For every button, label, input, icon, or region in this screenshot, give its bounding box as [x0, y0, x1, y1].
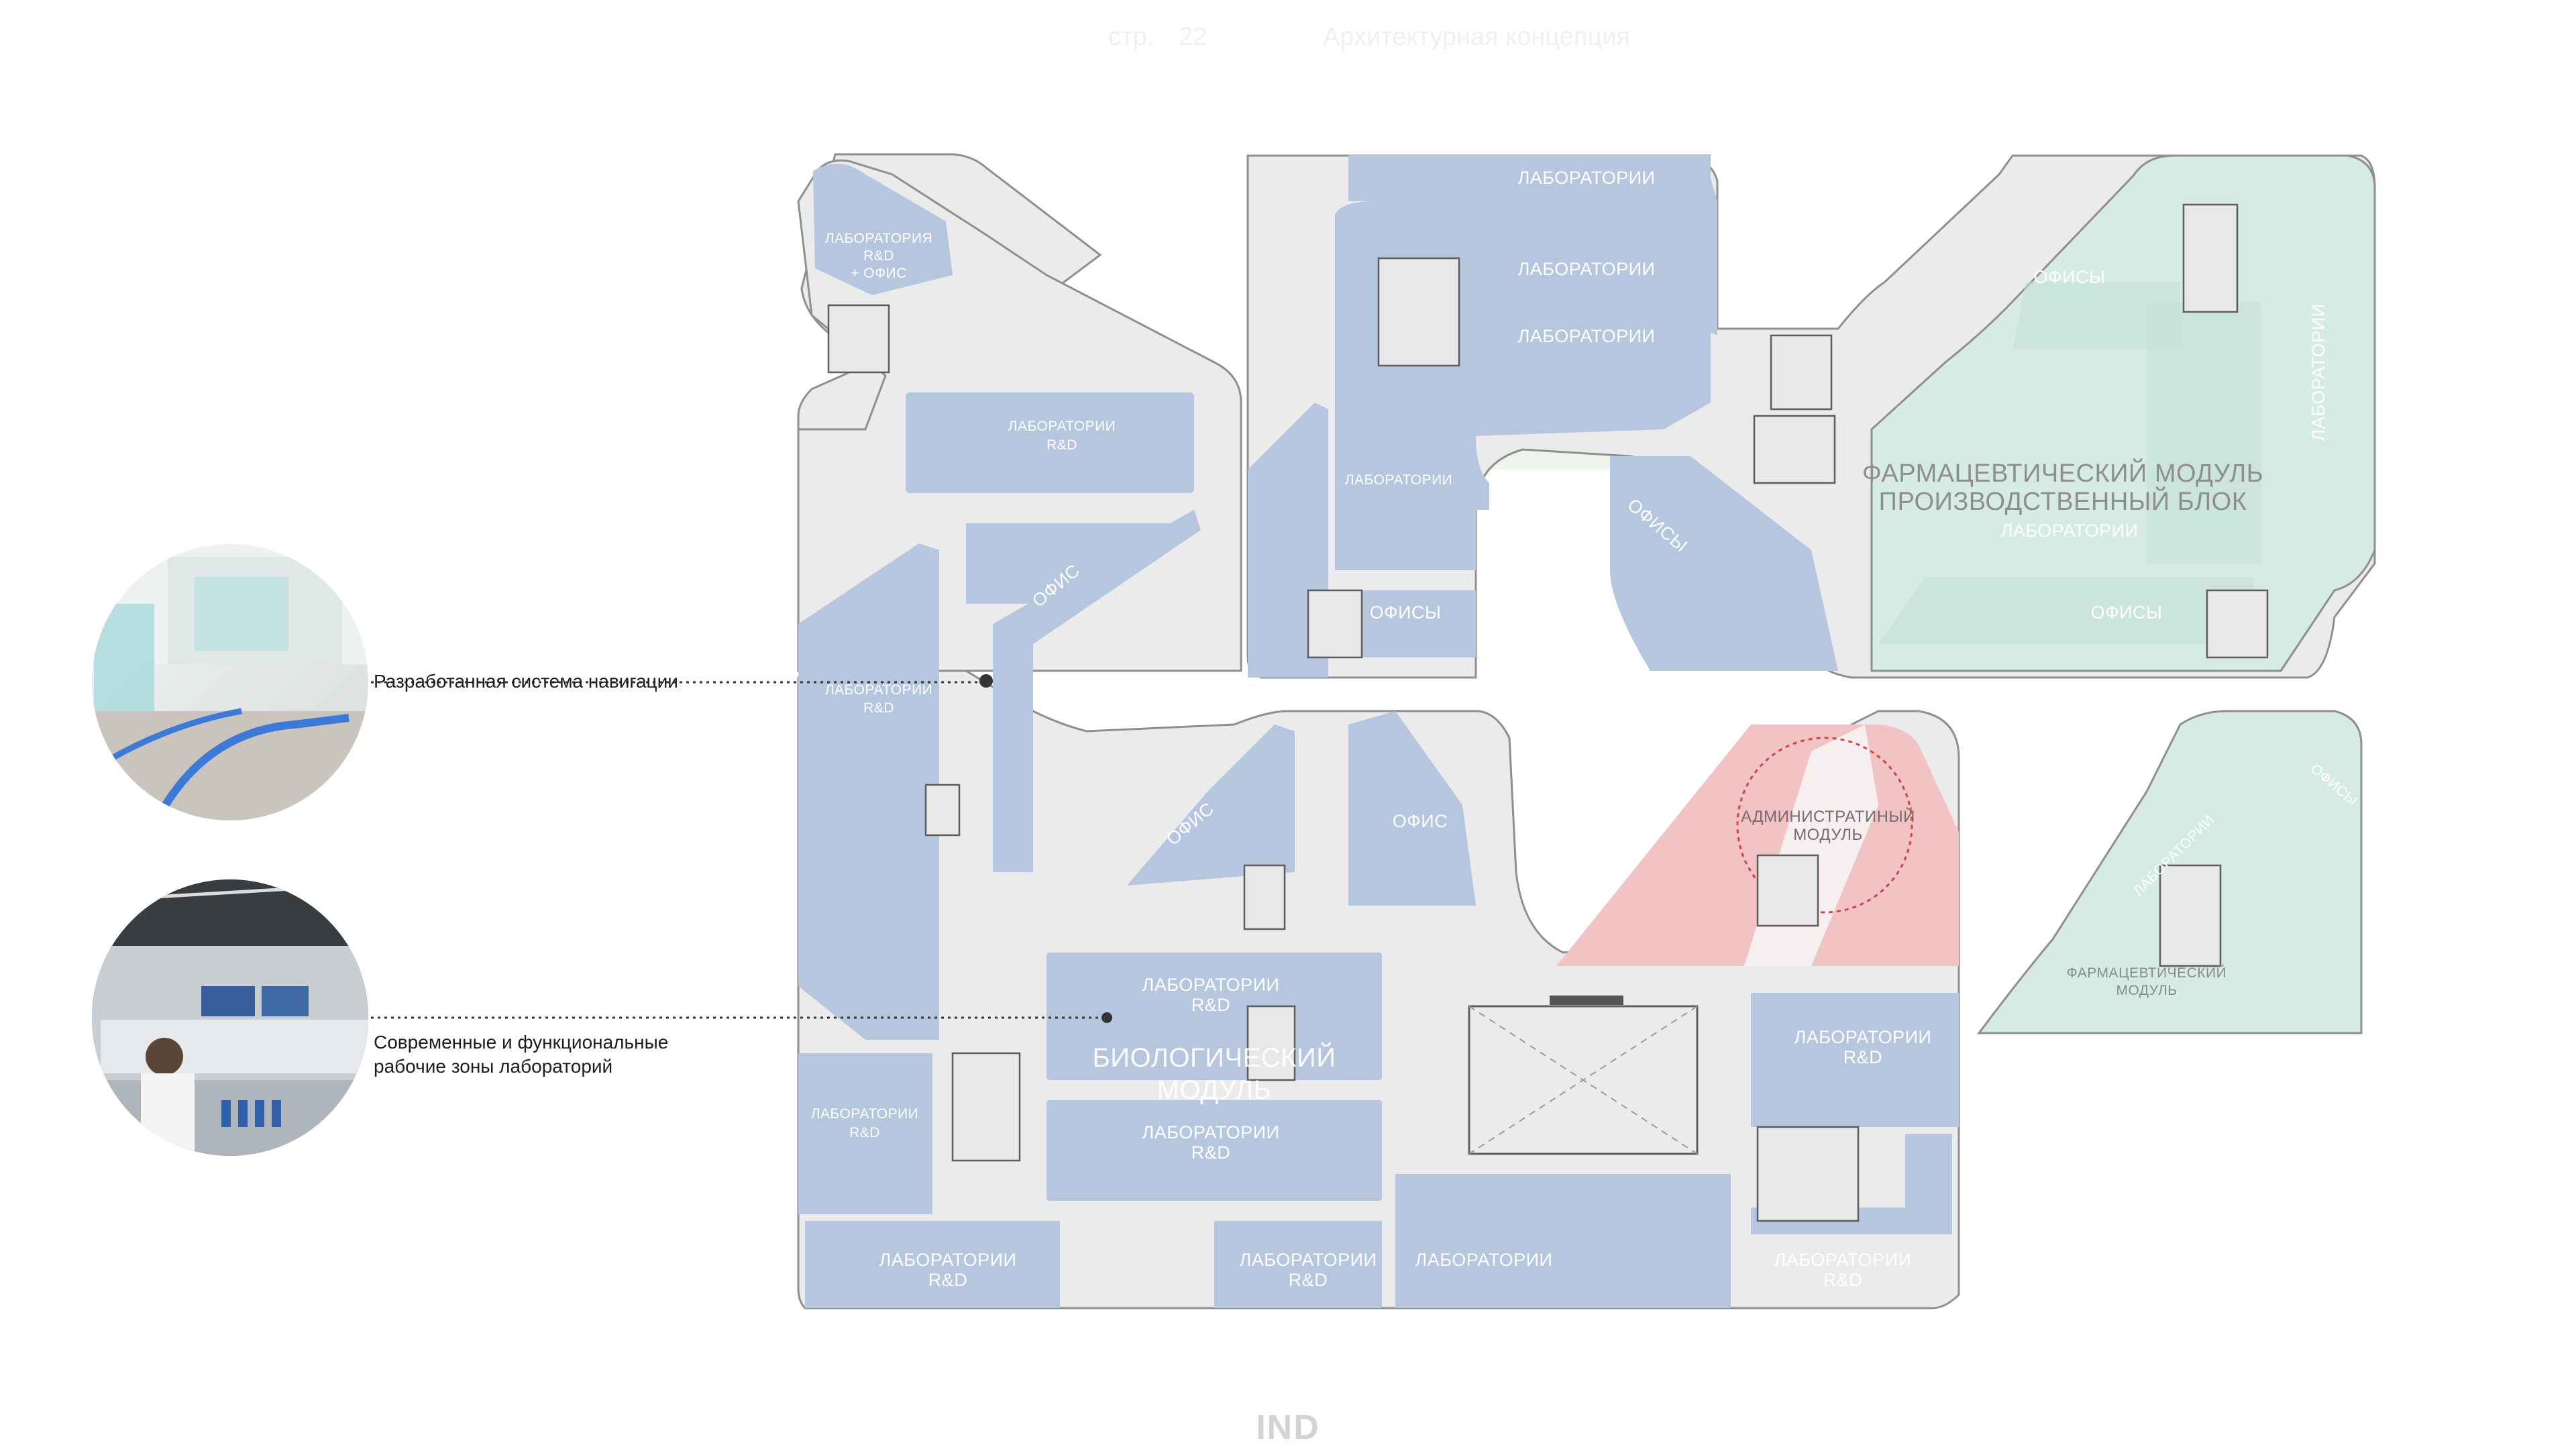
label-offices-1: ОФИСЫ — [1370, 602, 1442, 623]
footer-brand: IND — [1256, 1408, 1320, 1447]
label-pharma-lab-vertical: ЛАБОРАТОРИИ — [2308, 304, 2328, 441]
label-lab-top: ЛАБОРАТОРИИ — [1518, 168, 1656, 188]
label-lab-rd-2b: R&D — [863, 700, 894, 716]
label-lab-bottom: ЛАБОРАТОРИИ — [1415, 1250, 1553, 1270]
label-lab-2: ЛАБОРАТОРИИ — [1518, 259, 1656, 279]
callout-lab-workspaces: Современные и функциональные рабочие зон… — [374, 1006, 668, 1079]
page-number: 22 — [1179, 23, 1208, 51]
label-lab-rd-center-bottom-b: R&D — [1191, 1142, 1231, 1163]
label-pharma-offices-bottom: ОФИСЫ — [2091, 602, 2163, 623]
label-lab-rd-1b: R&D — [1046, 437, 1077, 453]
label-lab-3: ЛАБОРАТОРИИ — [1518, 326, 1656, 346]
label-lab-rd-3b: R&D — [849, 1125, 880, 1140]
label-lab-rd-right-1b: R&D — [1843, 1047, 1883, 1067]
label-lab-rd-office-3: + ОФИС — [851, 266, 907, 281]
pharma-zones — [1878, 282, 2261, 644]
label-lab-4: ЛАБОРАТОРИИ — [1345, 472, 1453, 488]
label-lab-rd-bottom-2b: R&D — [1289, 1270, 1328, 1290]
callout-navigation: Разработанная система навигации — [374, 669, 678, 694]
label-lab-rd-center-top-b: R&D — [1191, 995, 1231, 1015]
label-lab-rd-right-2b: R&D — [1823, 1270, 1863, 1290]
label-pharma-module-b: ПРОИЗВОДСТВЕННЫЙ БЛОК — [1879, 486, 2247, 516]
navigation-corridor-photo — [92, 544, 368, 820]
circulation-cores — [827, 203, 2269, 1222]
section-title: Архитектурная концепция — [1323, 23, 1631, 51]
callout-leaders — [371, 681, 1102, 1019]
label-bio-module-a: БИОЛОГИЧЕСКИЙ — [1093, 1042, 1336, 1073]
page-header: стр. 22 Архитектурная концепция — [0, 23, 2576, 56]
label-bio-module-b: МОДУЛЬ — [1157, 1075, 1272, 1105]
label-lab-rd-center-top-a: ЛАБОРАТОРИИ — [1142, 975, 1280, 995]
label-lab-rd-2a: ЛАБОРАТОРИИ — [825, 682, 933, 698]
label-lab-rd-right-1a: ЛАБОРАТОРИИ — [1794, 1027, 1932, 1047]
atrium — [1468, 996, 1699, 1155]
label-admin-module-a: АДМИНИСТРАТИНЫЙ — [1741, 807, 1915, 826]
label-office-3: ОФИС — [1393, 811, 1448, 831]
laboratory-workspace-photo — [92, 879, 368, 1156]
label-pharma-offices-top: ОФИСЫ — [2034, 267, 2106, 287]
label-admin-module-b: МОДУЛЬ — [1793, 826, 1863, 844]
label-lab-rd-right-2a: ЛАБОРАТОРИИ — [1774, 1250, 1912, 1270]
label-lab-rd-bottom-1b: R&D — [928, 1270, 968, 1290]
label-lab-rd-office-1: ЛАБОРАТОРИЯ — [825, 231, 933, 246]
label-pharma-lab: ЛАБОРАТОРИИ — [2001, 521, 2139, 541]
callout-lab-workspaces-text: Современные и функциональные рабочие зон… — [374, 1032, 669, 1077]
label-lab-rd-bottom-2a: ЛАБОРАТОРИИ — [1240, 1250, 1377, 1270]
label-pharma-module-a: ФАРМАЦЕВТИЧЕСКИЙ МОДУЛЬ — [1862, 458, 2263, 488]
label-lab-rd-office-2: R&D — [863, 248, 894, 264]
page-prefix: стр. — [1108, 23, 1155, 51]
label-lab-rd-center-bottom-a: ЛАБОРАТОРИИ — [1142, 1122, 1280, 1142]
label-lab-rd-bottom-1a: ЛАБОРАТОРИИ — [879, 1250, 1017, 1270]
label-pharma2-module-a: ФАРМАЦЕВТИЧЕСКИЙ — [2067, 965, 2226, 981]
callout-navigation-text: Разработанная система навигации — [374, 671, 678, 692]
label-lab-rd-1a: ЛАБОРАТОРИИ — [1008, 419, 1116, 434]
admin-module — [1556, 724, 1959, 966]
column-grid — [979, 674, 1112, 1023]
label-pharma2-module-b: МОДУЛЬ — [2116, 983, 2177, 998]
label-lab-rd-3a: ЛАБОРАТОРИИ — [811, 1106, 919, 1122]
